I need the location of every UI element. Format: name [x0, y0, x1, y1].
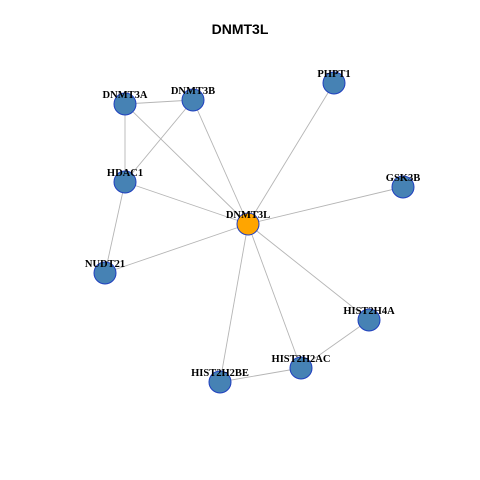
node-label-nudt21: NUDT21 — [85, 259, 125, 270]
node-label-hist2h2be: HIST2H2BE — [191, 368, 249, 379]
node-label-hist2h4a: HIST2H4A — [343, 306, 395, 317]
edge-hdac1-dnmt3l — [124, 181, 249, 225]
node-label-dnmt3b: DNMT3B — [171, 86, 215, 97]
plot-title: DNMT3L — [211, 21, 269, 37]
node-label-gsk3b: GSK3B — [386, 173, 420, 184]
node-dnmt3b — [181, 88, 205, 112]
edge-hist2h2be-dnmt3l — [219, 223, 249, 383]
edge-dnmt3a-dnmt3l — [124, 103, 249, 225]
edge-hist2h2ac-hist2h2be — [219, 367, 302, 383]
node-hdac1 — [113, 170, 137, 194]
edge-nudt21-dnmt3l — [104, 223, 249, 274]
edge-hist2h2ac-dnmt3l — [247, 223, 302, 369]
node-layer — [93, 71, 415, 394]
node-label-dnmt3l: DNMT3L — [226, 210, 270, 221]
node-nudt21 — [93, 261, 117, 285]
edge-layer — [104, 82, 404, 383]
node-hist2h4a — [357, 308, 381, 332]
node-dnmt3l — [236, 212, 260, 236]
edge-hdac1-nudt21 — [104, 181, 126, 274]
node-hist2h2ac — [289, 356, 313, 380]
node-label-hdac1: HDAC1 — [107, 168, 143, 179]
edge-phpt1-dnmt3l — [247, 82, 335, 225]
node-dnmt3a — [113, 92, 137, 116]
edge-hist2h4a-dnmt3l — [247, 223, 370, 321]
node-label-hist2h2ac: HIST2H2AC — [272, 354, 331, 365]
node-label-phpt1: PHPT1 — [317, 69, 350, 80]
edge-dnmt3b-dnmt3l — [192, 99, 249, 225]
edge-hist2h4a-hist2h2ac — [300, 319, 370, 369]
edge-gsk3b-dnmt3l — [247, 186, 404, 225]
edge-dnmt3b-hdac1 — [124, 99, 194, 183]
node-label-dnmt3a: DNMT3A — [103, 90, 148, 101]
node-gsk3b — [391, 175, 415, 199]
node-hist2h2be — [208, 370, 232, 394]
node-phpt1 — [322, 71, 346, 95]
